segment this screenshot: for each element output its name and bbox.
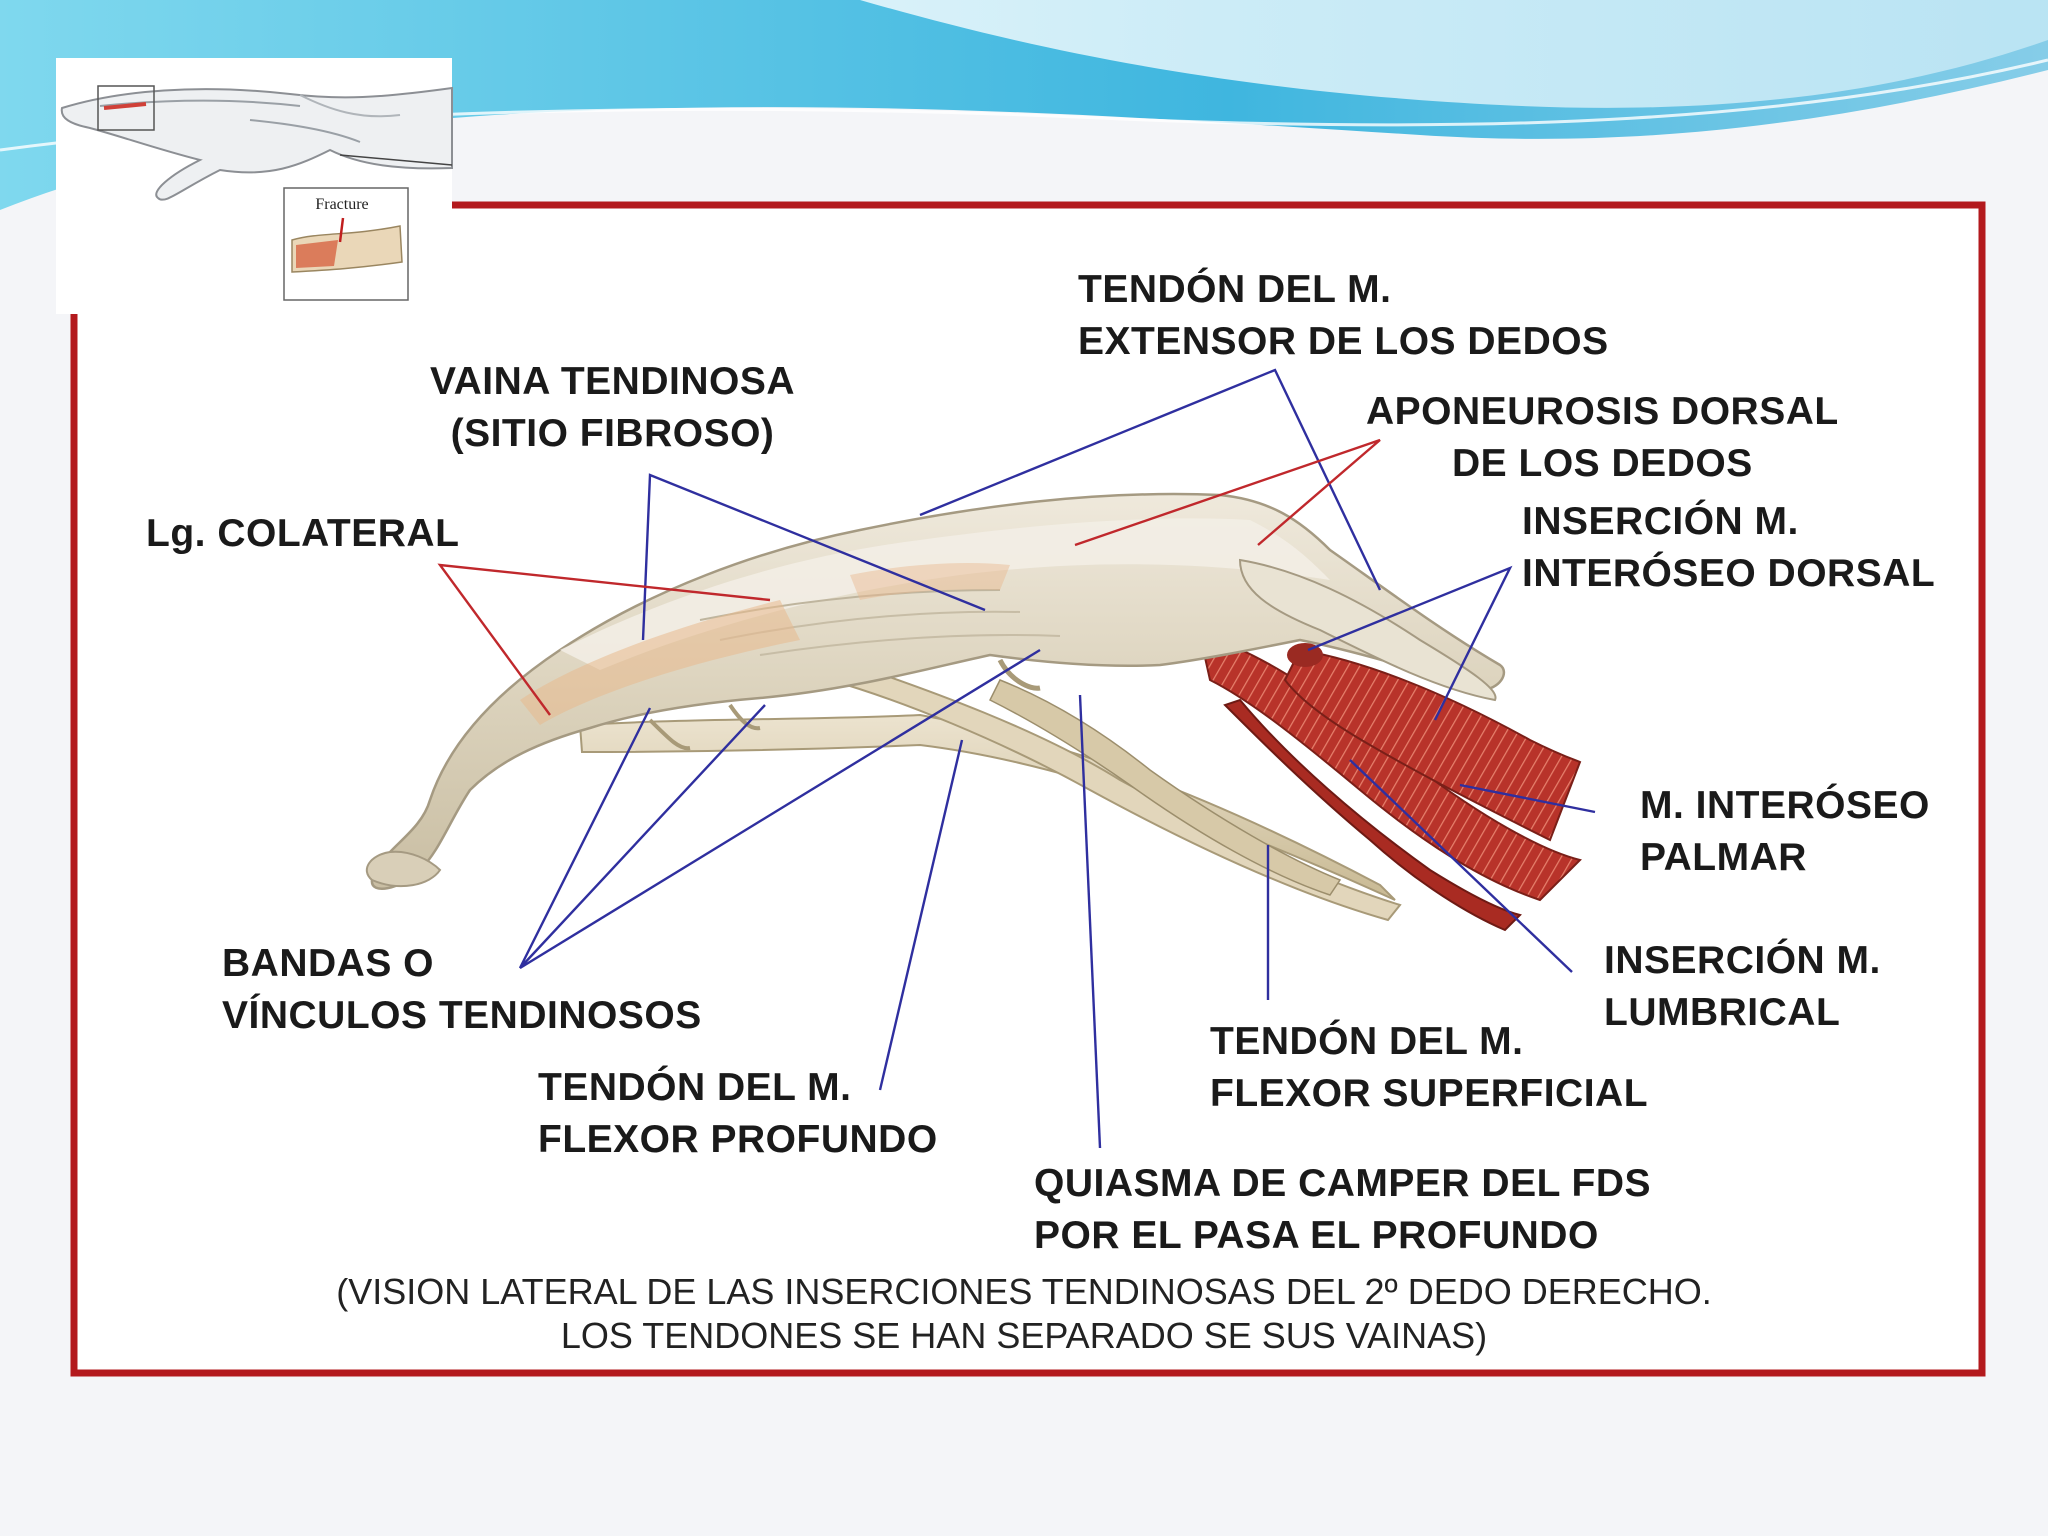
leader-lines [437,368,1596,1149]
label-superficial-flexor: TENDÓN DEL M. FLEXOR SUPERFICIAL [1210,1020,1649,1115]
label-dorsal-aponeurosis: APONEUROSIS DORSAL DE LOS DEDOS [1366,390,1839,485]
label-vincula: BANDAS O VÍNCULOS TENDINOSOS [222,942,702,1037]
label-tendon-sheath: VAINA TENDINOSA (SITIO FIBROSO) [430,360,796,455]
figure-caption: (VISION LATERAL DE LAS INSERCIONES TENDI… [336,1271,1712,1356]
label-deep-flexor: TENDÓN DEL M. FLEXOR PROFUNDO [538,1066,938,1161]
hand-fracture-inset [56,58,453,314]
label-palmar-interosseous: M. INTERÓSEO PALMAR [1640,784,1930,879]
label-camper-chiasm: QUIASMA DE CAMPER DEL FDS POR EL PASA EL… [1034,1162,1652,1257]
label-lumbrical-insertion: INSERCIÓN M. LUMBRICAL [1604,939,1881,1034]
label-collateral-ligament: Lg. COLATERAL [146,512,460,555]
label-extensor-tendon: TENDÓN DEL M. EXTENSOR DE LOS DEDOS [1078,268,1609,363]
finger-anatomy-illustration [365,492,1582,932]
label-dorsal-interosseous-insertion: INSERCIÓN M. INTERÓSEO DORSAL [1522,500,1936,595]
inset-fracture-label: Fracture [315,196,369,213]
diagram-frame [70,201,1986,1377]
